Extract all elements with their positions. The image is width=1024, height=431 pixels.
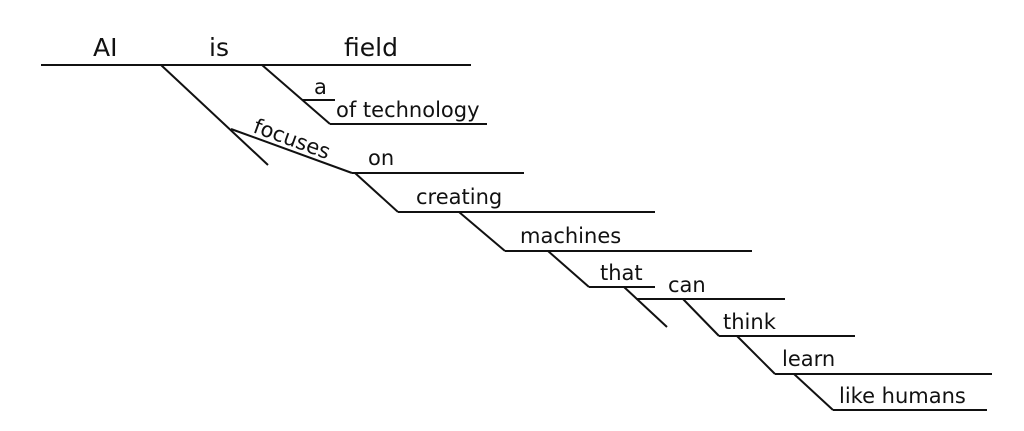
word-complement: field (344, 33, 398, 62)
word-article: a (314, 75, 327, 99)
focuses-line (230, 128, 353, 174)
word-creating: creating (416, 185, 502, 209)
word-on: on (368, 146, 394, 170)
word-subject: AI (93, 33, 117, 62)
slant-that (547, 250, 590, 288)
word-can: can (668, 273, 706, 297)
slant-creating (354, 172, 399, 213)
slant-think (682, 298, 720, 337)
word-learn: learn (782, 347, 835, 371)
modifier-slant (261, 64, 331, 125)
word-machines: machines (520, 224, 621, 248)
that-slant (623, 286, 668, 328)
word-think: think (723, 310, 777, 334)
word-that: that (600, 261, 643, 285)
word-focuses: focuses (250, 114, 333, 164)
slant-like-humans (793, 373, 834, 411)
slant-learn (736, 335, 776, 375)
word-like-humans: like humans (839, 384, 966, 408)
slant-machines (458, 211, 506, 252)
word-verb: is (209, 33, 229, 62)
relative-slant (160, 64, 269, 166)
word-prep-phrase: of technology (336, 98, 480, 122)
